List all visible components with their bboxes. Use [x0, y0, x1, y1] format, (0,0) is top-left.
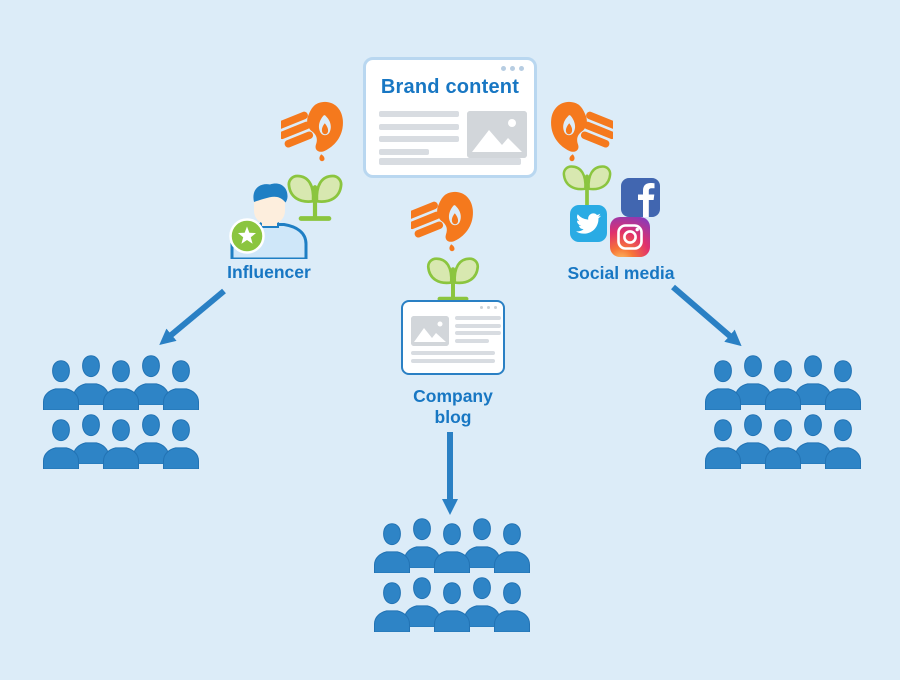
audience-member-icon — [163, 360, 199, 410]
audience-group-right — [704, 355, 862, 469]
image-placeholder-icon — [411, 316, 449, 346]
sprout-icon — [287, 174, 343, 221]
audience-member-icon — [434, 582, 470, 632]
audience-member-icon — [434, 523, 470, 573]
audience-member-icon — [103, 360, 139, 410]
star-badge-icon — [229, 218, 265, 254]
company-blog-card — [401, 300, 505, 375]
image-placeholder-icon — [467, 111, 527, 158]
audience-member-icon — [705, 360, 741, 410]
audience-member-icon — [43, 360, 79, 410]
company-blog-label: Company blog — [413, 386, 493, 427]
text-line — [411, 359, 495, 363]
audience-member-icon — [374, 523, 410, 573]
audience-member-icon — [705, 419, 741, 469]
sprout-icon — [562, 165, 612, 212]
facebook-icon — [621, 178, 660, 217]
audience-member-icon — [494, 523, 530, 573]
arrow-social-to-audience — [671, 284, 742, 347]
sprout-icon — [426, 257, 480, 302]
hair — [253, 183, 288, 203]
seeding-hand-icon — [281, 101, 343, 162]
audience-member-icon — [825, 360, 861, 410]
text-lines — [455, 316, 501, 346]
arrow-influencer-to-audience — [159, 288, 226, 345]
text-line — [411, 351, 495, 355]
audience-member-icon — [43, 419, 79, 469]
brand-article-mock — [379, 111, 527, 158]
twitter-icon — [570, 205, 607, 242]
instagram-icon — [610, 217, 650, 257]
audience-member-icon — [765, 360, 801, 410]
audience-member-icon — [494, 582, 530, 632]
influencer-person-icon — [229, 183, 308, 259]
audience-member-icon — [374, 582, 410, 632]
social-media-label: Social media — [567, 263, 675, 283]
window-dots-icon — [480, 306, 497, 309]
seeding-hand-icon — [411, 191, 473, 252]
audience-member-icon — [163, 419, 199, 469]
audience-member-icon — [825, 419, 861, 469]
blog-article-mock — [411, 316, 501, 346]
brand-content-card: Brand content — [363, 57, 537, 178]
text-line — [379, 158, 521, 165]
audience-group-center — [373, 518, 531, 632]
seeding-hand-icon — [551, 101, 613, 162]
audience-member-icon — [103, 419, 139, 469]
brand-content-title: Brand content — [380, 76, 520, 98]
influencer-label: Influencer — [227, 262, 311, 282]
text-lines — [379, 111, 459, 158]
window-dots-icon — [501, 66, 524, 71]
audience-member-icon — [765, 419, 801, 469]
audience-group-left — [42, 355, 200, 469]
